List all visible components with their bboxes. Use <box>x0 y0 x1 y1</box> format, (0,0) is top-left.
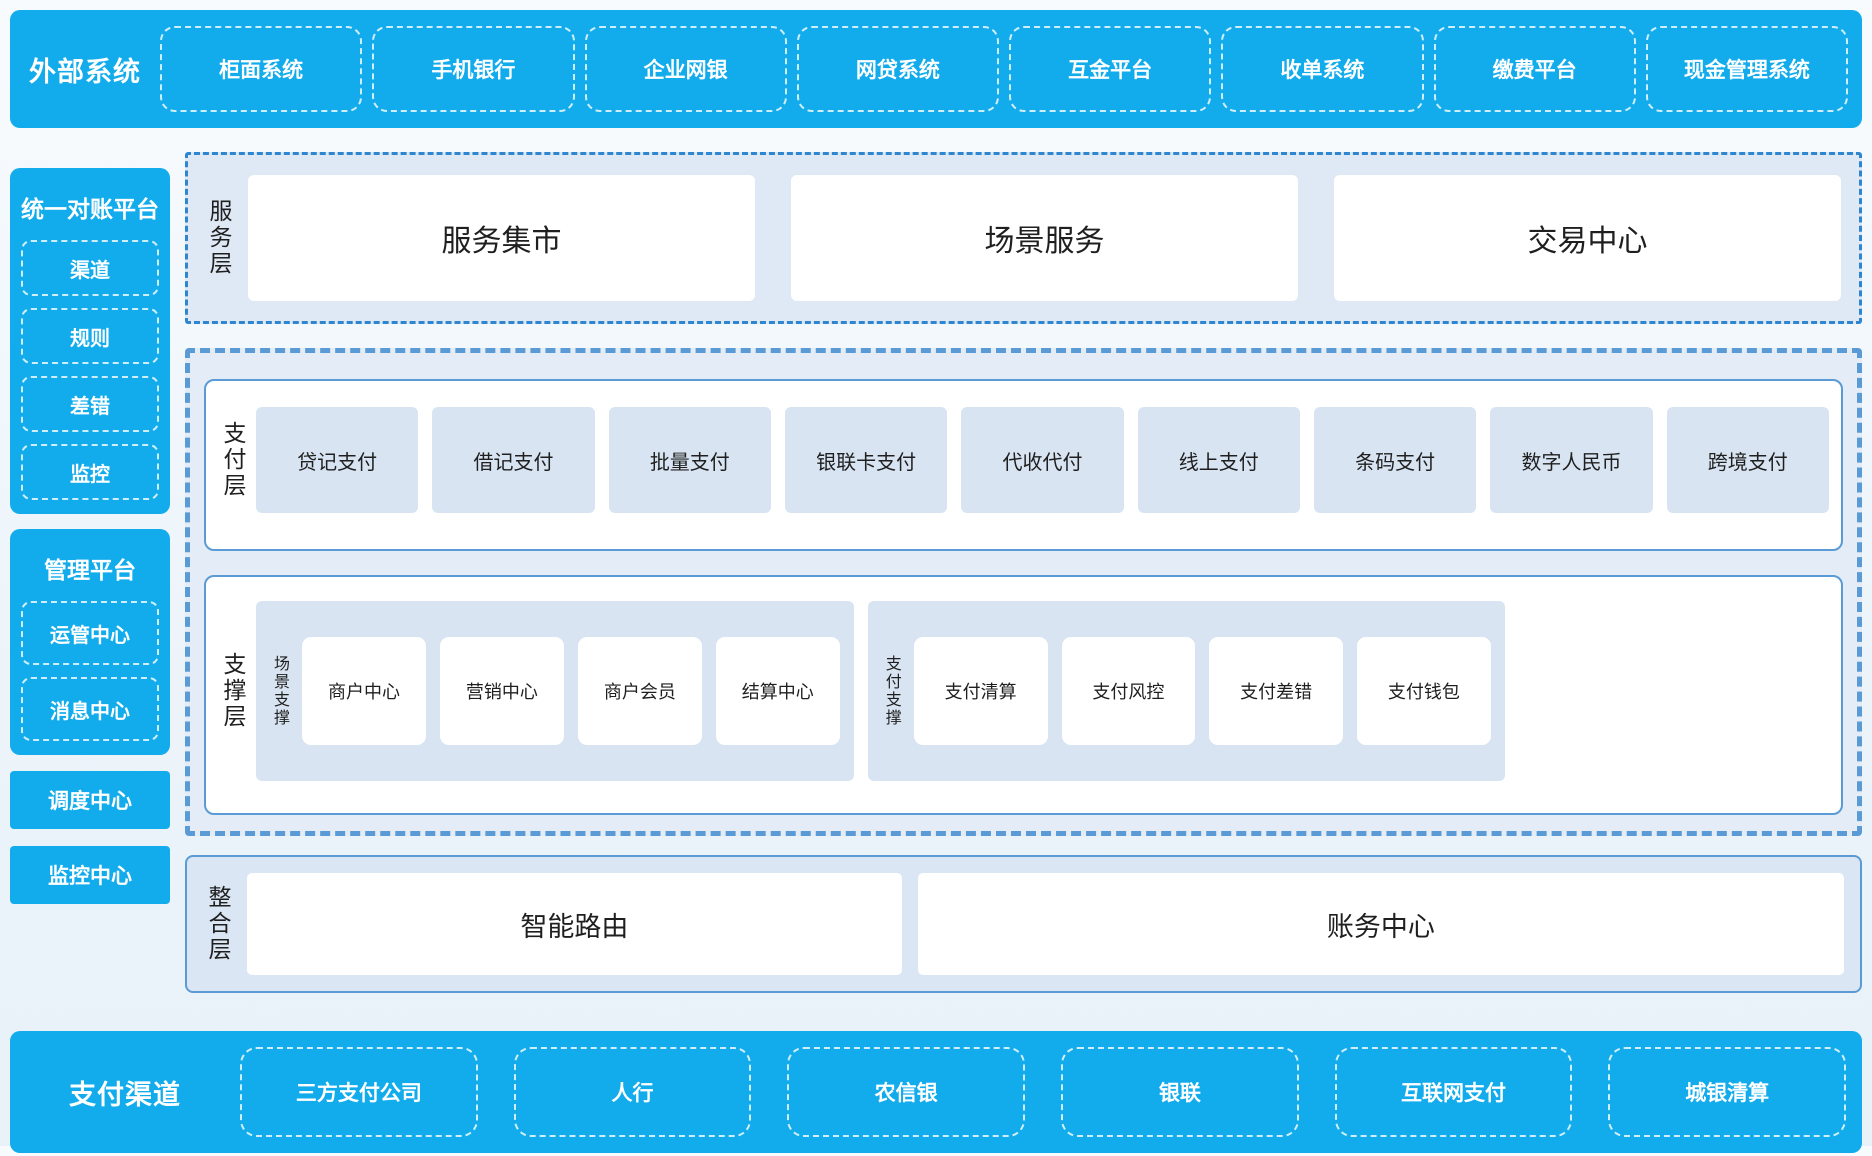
left-sidebar: 统一对账平台 渠道 规则 差错 监控 管理平台 <box>10 152 170 904</box>
payment-cell: 条码支付 <box>1313 407 1477 513</box>
sidebar-item: 差错 <box>21 376 159 432</box>
external-systems-title: 外部系统 <box>29 56 141 87</box>
support-item: 支付差错 <box>1209 637 1344 745</box>
external-system-item: 互金平台 <box>1009 26 1212 112</box>
integration-layer-items: 智能路由 账务中心 <box>247 873 1844 975</box>
payment-cell: 跨境支付 <box>1666 407 1829 513</box>
payment-layer-panel: 支付层 贷记支付 借记支付 批量支付 银联卡支付 代收代付 <box>204 379 1843 551</box>
support-item: 支付风控 <box>1061 637 1196 745</box>
payment-support-label: 支付支撑 <box>882 655 900 727</box>
core-dashed-container: 支付层 贷记支付 借记支付 批量支付 银联卡支付 代收代付 <box>185 348 1862 836</box>
payment-channels-title: 支付渠道 <box>69 1079 181 1110</box>
service-layer-panel: 服务层 服务集市 场景服务 交易中心 <box>185 152 1862 324</box>
external-system-item: 收单系统 <box>1221 26 1424 112</box>
payment-support-group: 支付支撑 支付清算 支付风控 支付差错 支付钱包 <box>867 601 1505 781</box>
external-system-item: 企业网银 <box>584 26 787 112</box>
payment-architecture-diagram: 外部系统 柜面系统 手机银行 企业网银 网贷系统 互金平台 收单系统 缴费平台 … <box>0 10 1872 1156</box>
payment-channel-item: 银联 <box>1061 1047 1299 1137</box>
payment-layer-items: 贷记支付 借记支付 批量支付 银联卡支付 代收代付 线上支付 条码支付 <box>256 407 1829 513</box>
payment-channels-bar: 支付渠道 三方支付公司 人行 农信银 银联 互联网支付 城银清算 <box>10 1031 1862 1153</box>
content-row: 统一对账平台 渠道 规则 差错 监控 管理平台 <box>10 152 1862 993</box>
sidebar-item: 消息中心 <box>21 677 159 741</box>
service-box: 场景服务 <box>791 175 1298 301</box>
service-layer-label: 服务层 <box>206 199 232 277</box>
smart-routing-box: 智能路由 <box>247 873 902 975</box>
management-platform-block: 管理平台 运管中心 消息中心 <box>10 529 170 755</box>
scene-support-group: 场景支撑 商户中心 营销中心 商户会员 结算中心 <box>256 601 854 781</box>
payment-cell: 代收代付 <box>961 407 1124 513</box>
dispatch-center-box: 调度中心 <box>10 771 170 829</box>
external-system-item: 网贷系统 <box>796 26 999 112</box>
payment-channel-item: 城银清算 <box>1608 1047 1847 1137</box>
payment-layer-label: 支付层 <box>220 421 246 499</box>
payment-channel-item: 农信银 <box>787 1047 1026 1137</box>
scene-support-items: 商户中心 营销中心 商户会员 结算中心 <box>302 637 840 745</box>
integration-layer-label: 整合层 <box>205 885 231 963</box>
scene-support-label: 场景支撑 <box>271 655 288 727</box>
service-layer-items: 服务集市 场景服务 交易中心 <box>248 175 1841 301</box>
management-platform-items: 运管中心 消息中心 <box>21 601 159 741</box>
layers-column: 服务层 服务集市 场景服务 交易中心 支付层 <box>185 152 1862 993</box>
support-item: 营销中心 <box>439 637 564 745</box>
support-item: 支付钱包 <box>1357 637 1491 745</box>
payment-support-items: 支付清算 支付风控 支付差错 支付钱包 <box>913 637 1491 745</box>
payment-cell: 数字人民币 <box>1490 407 1653 513</box>
payment-channel-item: 人行 <box>513 1047 752 1137</box>
sidebar-item: 运管中心 <box>21 601 159 665</box>
support-item: 支付清算 <box>913 637 1048 745</box>
support-item: 结算中心 <box>715 637 840 745</box>
payment-channel-item: 三方支付公司 <box>240 1047 478 1137</box>
sidebar-item: 渠道 <box>21 240 159 296</box>
support-layer-groups: 场景支撑 商户中心 营销中心 商户会员 结算中心 <box>256 601 1829 781</box>
sidebar-item: 监控 <box>21 444 159 500</box>
integration-layer-panel: 整合层 智能路由 账务中心 <box>185 855 1862 993</box>
external-system-item: 柜面系统 <box>160 26 363 112</box>
payment-cell: 线上支付 <box>1137 407 1300 513</box>
payment-cell: 银联卡支付 <box>784 407 948 513</box>
external-systems-bar: 外部系统 柜面系统 手机银行 企业网银 网贷系统 互金平台 收单系统 缴费平台 … <box>10 10 1862 128</box>
reconciliation-platform-items: 渠道 规则 差错 监控 <box>21 240 159 500</box>
external-system-item: 现金管理系统 <box>1645 26 1848 112</box>
support-layer-panel: 支撑层 场景支撑 商户中心 营销中心 商户会员 <box>204 575 1843 815</box>
payment-channels-items: 三方支付公司 人行 农信银 银联 互联网支付 城银清算 <box>240 1047 1847 1137</box>
management-platform-title: 管理平台 <box>44 557 136 583</box>
monitoring-center-box: 监控中心 <box>10 846 170 904</box>
service-box: 交易中心 <box>1334 175 1841 301</box>
payment-cell: 贷记支付 <box>256 407 419 513</box>
reconciliation-platform-block: 统一对账平台 渠道 规则 差错 监控 <box>10 168 170 514</box>
reconciliation-platform-title: 统一对账平台 <box>21 196 159 222</box>
sidebar-item: 规则 <box>21 308 159 364</box>
accounting-center-box: 账务中心 <box>917 873 1844 975</box>
payment-channel-item: 互联网支付 <box>1334 1047 1573 1137</box>
external-system-item: 缴费平台 <box>1433 26 1636 112</box>
support-item: 商户会员 <box>577 637 702 745</box>
payment-cell: 批量支付 <box>608 407 771 513</box>
external-systems-items: 柜面系统 手机银行 企业网银 网贷系统 互金平台 收单系统 缴费平台 现金管理系… <box>160 26 1848 112</box>
service-box: 服务集市 <box>248 175 755 301</box>
support-item: 商户中心 <box>302 637 426 745</box>
external-system-item: 手机银行 <box>372 26 575 112</box>
payment-cell: 借记支付 <box>432 407 595 513</box>
support-layer-label: 支撑层 <box>220 652 246 730</box>
